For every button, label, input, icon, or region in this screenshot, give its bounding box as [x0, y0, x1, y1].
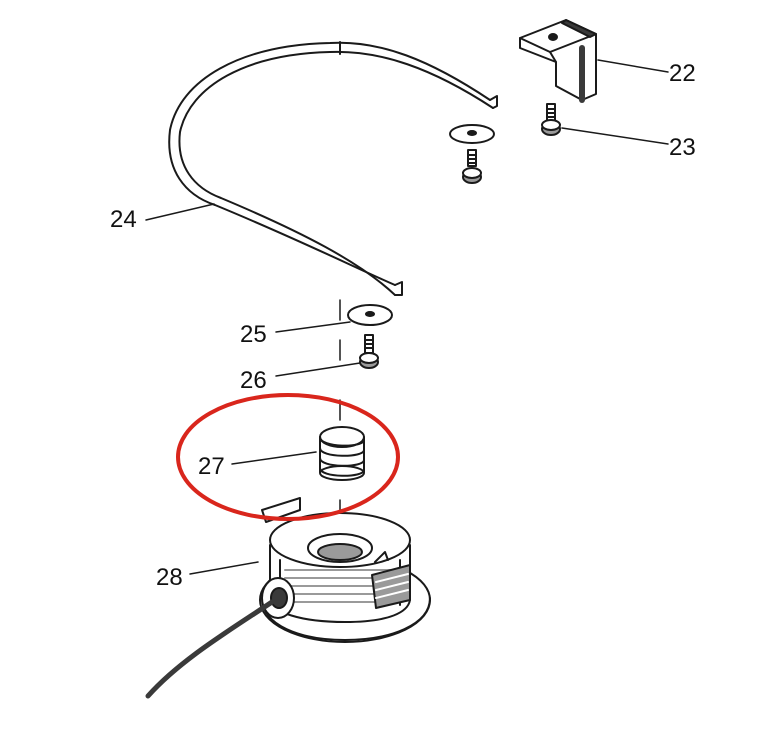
part-24-guard-wire	[168, 41, 498, 296]
highlight-ellipse	[176, 393, 400, 521]
part-26-screw	[359, 334, 379, 369]
callout-24: 24	[110, 206, 137, 233]
part-27-spring	[319, 426, 365, 481]
callout-25: 25	[240, 321, 267, 348]
part-22-bracket	[519, 19, 597, 103]
leader-lines	[145, 59, 669, 575]
callout-26: 26	[240, 367, 267, 394]
callout-23: 23	[669, 134, 696, 161]
callout-28: 28	[156, 564, 183, 591]
part-23-screw	[541, 103, 561, 136]
callout-22: 22	[669, 60, 696, 87]
upper-washer-screw	[449, 124, 495, 184]
part-28-trimmer-head	[145, 497, 431, 699]
part-25-washer	[347, 304, 393, 326]
callout-27: 27	[198, 453, 225, 480]
